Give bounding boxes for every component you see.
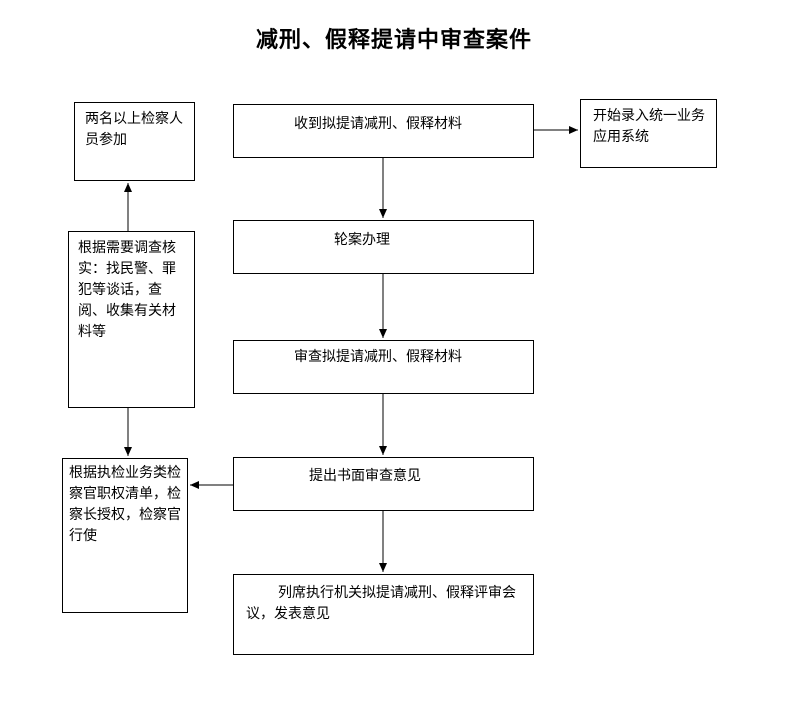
node-written-opinion: 提出书面审查意见	[233, 457, 534, 511]
node-two-prosecutors: 两名以上检察人员参加	[74, 102, 195, 181]
node-enter-system: 开始录入统一业务应用系统	[580, 99, 717, 168]
node-verify-as-needed: 根据需要调查核实：找民警、罪犯等谈话，查阅、收集有关材料等	[68, 231, 195, 408]
diagram-title: 减刑、假释提请中审查案件	[255, 27, 532, 53]
node-review-materials: 审查拟提请减刑、假释材料	[233, 340, 534, 394]
node-rotation: 轮案办理	[233, 220, 534, 274]
node-authority-list: 根据执检业务类检察官职权清单，检察长授权，检察官行使	[62, 458, 188, 613]
node-receive-materials: 收到拟提请减刑、假释材料	[233, 104, 534, 158]
node-attend-meeting: 列席执行机关拟提请减刑、假释评审会议，发表意见	[233, 574, 534, 655]
